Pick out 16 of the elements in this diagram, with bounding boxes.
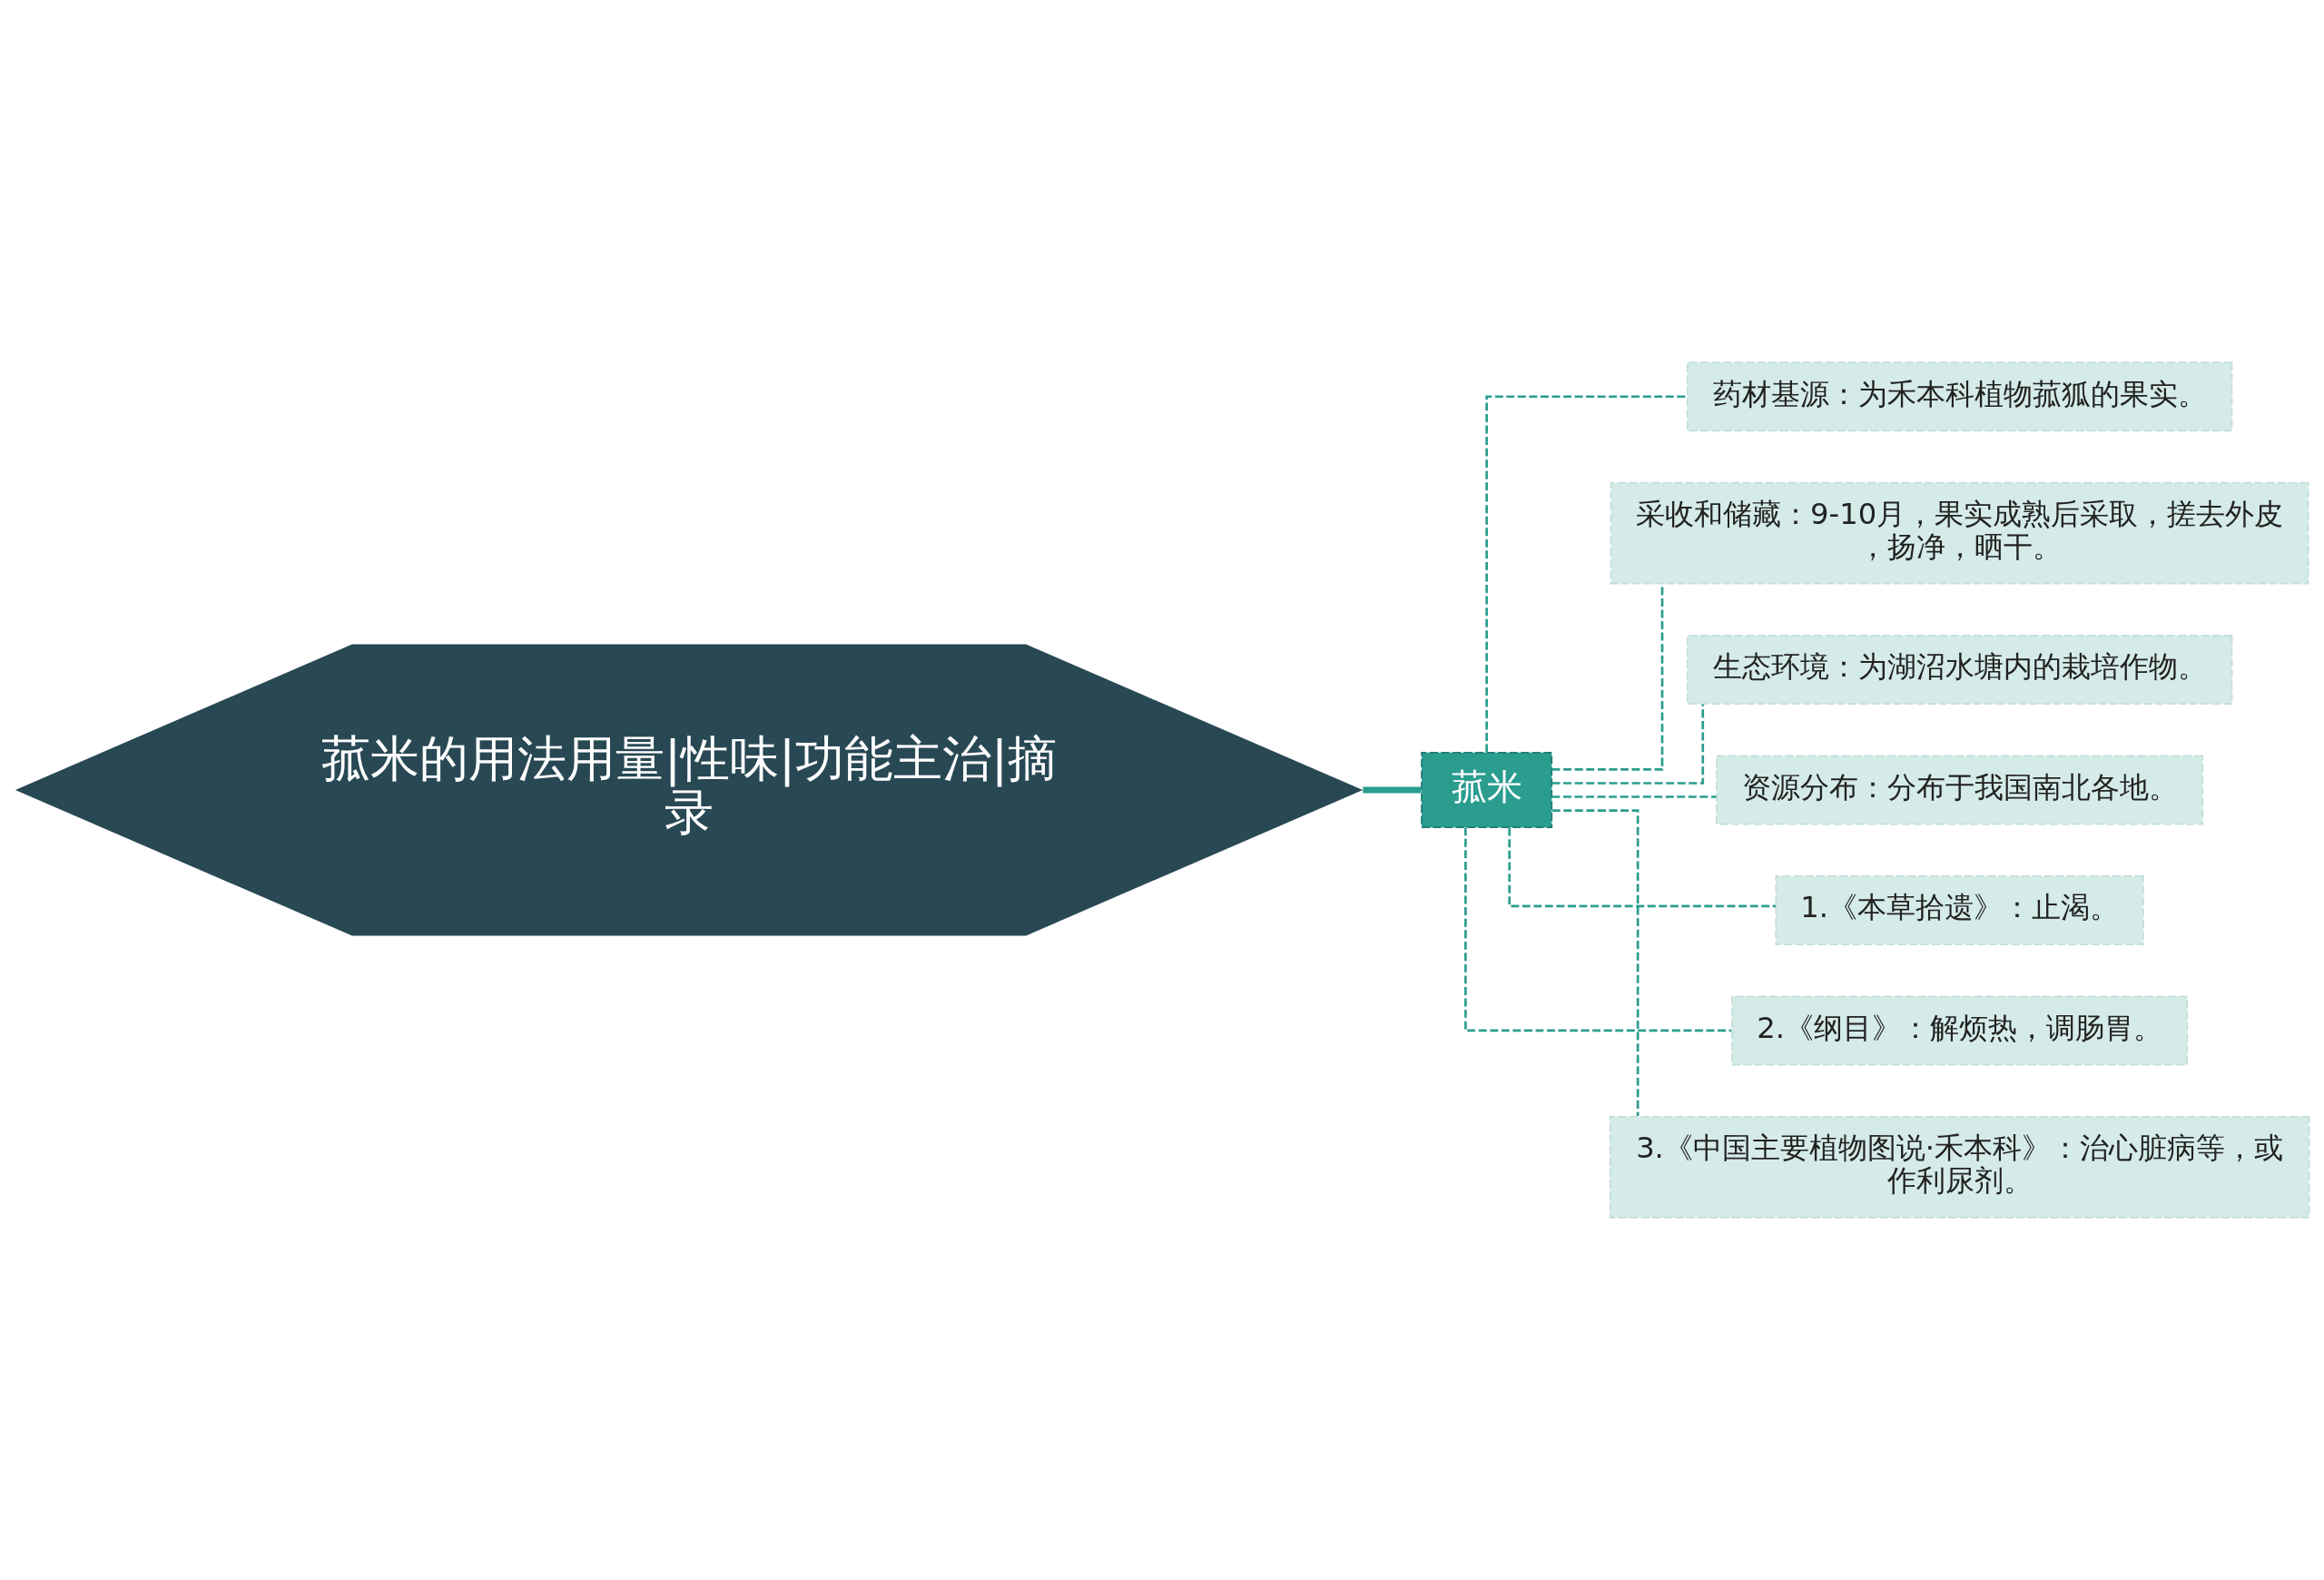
node-box: 采收和储藏：9-10月，果实成熟后采取，搓去外皮，扬净，晒干。: [1610, 481, 2309, 585]
node-box: 1.《本草拾遗》：止渴。: [1775, 875, 2144, 945]
connector: [1508, 827, 1777, 908]
node-box: 资源分布：分布于我国南北各地。: [1716, 755, 2204, 825]
node-box: 2.《纲目》：解烦热，调肠胃。: [1731, 995, 2189, 1066]
node-box: 药材基源：为禾本科植物菰狐的果实。: [1686, 361, 2233, 432]
connector: [1485, 395, 1688, 753]
connector: [1551, 795, 1717, 798]
node-box: 菰米: [1421, 751, 1553, 829]
node-box: 生态环境：为湖沼水塘内的栽培作物。: [1686, 635, 2233, 705]
connector: [1551, 809, 1640, 1117]
connector: [1464, 827, 1732, 1032]
node-box: 3.《中国主要植物图说·禾本科》：治心脏病等，或作利尿剂。: [1609, 1115, 2310, 1219]
connector: [1363, 786, 1422, 794]
connector: [1551, 704, 1705, 785]
connector: [1551, 584, 1664, 771]
